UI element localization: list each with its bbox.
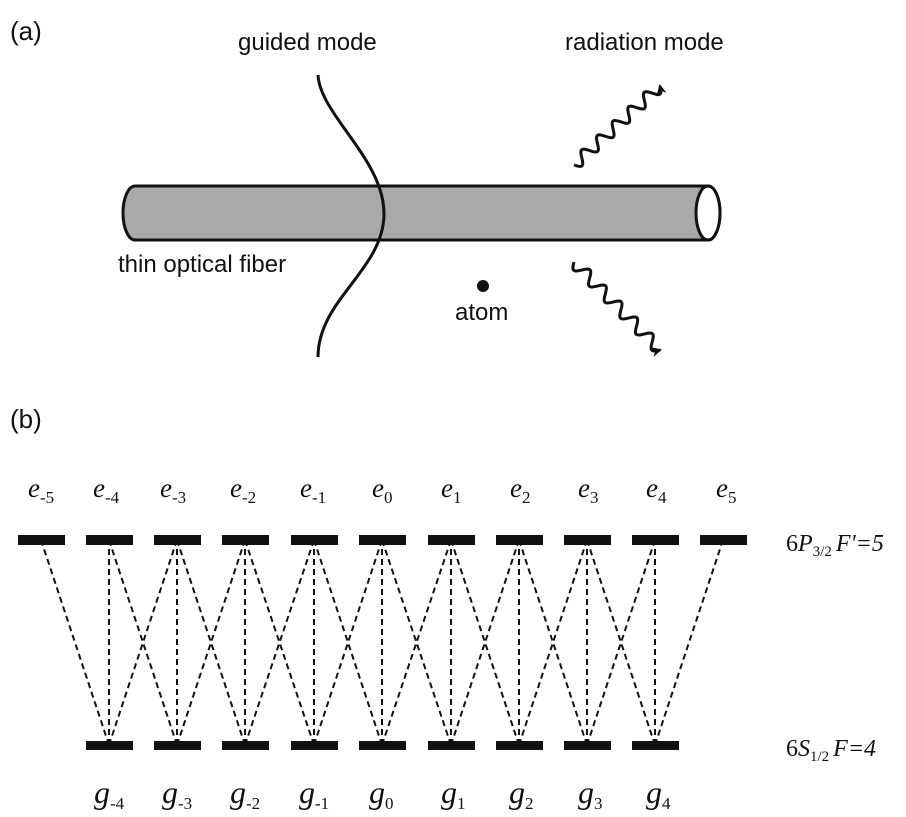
ground-label: g-3 (162, 774, 192, 813)
transition-line (108, 539, 178, 746)
excited-level-bar (154, 535, 201, 545)
excited-level-bar (86, 535, 133, 545)
transition-line (244, 539, 315, 746)
ground-level-bar (359, 741, 406, 750)
transition-line (176, 539, 246, 746)
excited-label: e4 (646, 473, 667, 507)
ground-sublevel-labels: g-4 g-3 g-2 g-1 g0 g1 g2 g3 g4 (94, 774, 671, 813)
atom-label: atom (455, 299, 508, 326)
ground-label: g2 (509, 774, 534, 813)
ground-label: g1 (441, 774, 466, 813)
excited-label: e-2 (230, 473, 256, 507)
excited-label: e0 (372, 473, 392, 507)
transition-line (176, 539, 246, 746)
radiation-photon-lower-arrow (571, 261, 662, 357)
excited-level-bar (428, 535, 475, 545)
atom-dot (477, 280, 489, 292)
ground-level-bar (632, 741, 679, 750)
ground-level-bar (86, 741, 133, 750)
ground-level-bar (428, 741, 475, 750)
ground-label: g-1 (299, 774, 329, 813)
excited-label: e5 (716, 473, 736, 507)
excited-level-bar (359, 535, 406, 545)
transition-line (313, 539, 383, 746)
excited-level-bar (222, 535, 269, 545)
ground-label: g4 (646, 774, 671, 813)
excited-label: e-4 (93, 473, 120, 507)
excited-level-bar (632, 535, 679, 545)
excited-sublevel-bars (18, 535, 747, 545)
transition-line (40, 539, 110, 746)
excited-level-bar (700, 535, 747, 545)
fiber-end-face (694, 184, 722, 242)
excited-level-bar (18, 535, 65, 545)
transition-lines (40, 539, 724, 746)
transition-line (586, 539, 656, 746)
ground-level-bar (154, 741, 201, 750)
transition-line (244, 539, 315, 746)
ground-label: g3 (578, 774, 603, 813)
transition-line (586, 539, 656, 746)
ground-label: g-4 (94, 774, 125, 813)
transition-line (108, 539, 178, 746)
panel-b-label: (b) (10, 404, 42, 434)
transition-line (654, 539, 724, 746)
guided-mode-label: guided mode (238, 29, 377, 56)
optical-fiber (121, 184, 722, 242)
excited-label: e-3 (160, 473, 186, 507)
transition-line (381, 539, 452, 746)
radiation-photon-upper-arrow (573, 84, 667, 168)
ground-level-bar (222, 741, 269, 750)
excited-label: e-5 (28, 473, 54, 507)
transition-line (518, 539, 588, 746)
ground-level-bar (496, 741, 543, 750)
ground-label: g-2 (230, 774, 260, 813)
transition-line (450, 539, 520, 746)
excited-level-bar (496, 535, 543, 545)
excited-label: e-1 (300, 473, 326, 507)
transition-line (450, 539, 520, 746)
ground-sublevel-bars (86, 741, 679, 750)
excited-level-bar (291, 535, 338, 545)
excited-label: e2 (510, 473, 530, 507)
transition-line (313, 539, 383, 746)
ground-label: g0 (369, 774, 394, 813)
guided-mode-profile (316, 74, 386, 358)
excited-sublevel-labels: e-5 e-4 e-3 e-2 e-1 e0 e1 e2 e3 e4 e5 (28, 473, 736, 507)
panel-a-label: (a) (10, 16, 42, 46)
excited-level-bar (564, 535, 611, 545)
fiber-label: thin optical fiber (118, 251, 286, 278)
ground-level-bar (291, 741, 338, 750)
excited-label: e3 (578, 473, 598, 507)
excited-label: e1 (441, 473, 461, 507)
transition-line (381, 539, 452, 746)
radiation-mode-label: radiation mode (565, 29, 724, 56)
transition-line (518, 539, 588, 746)
ground-level-bar (564, 741, 611, 750)
